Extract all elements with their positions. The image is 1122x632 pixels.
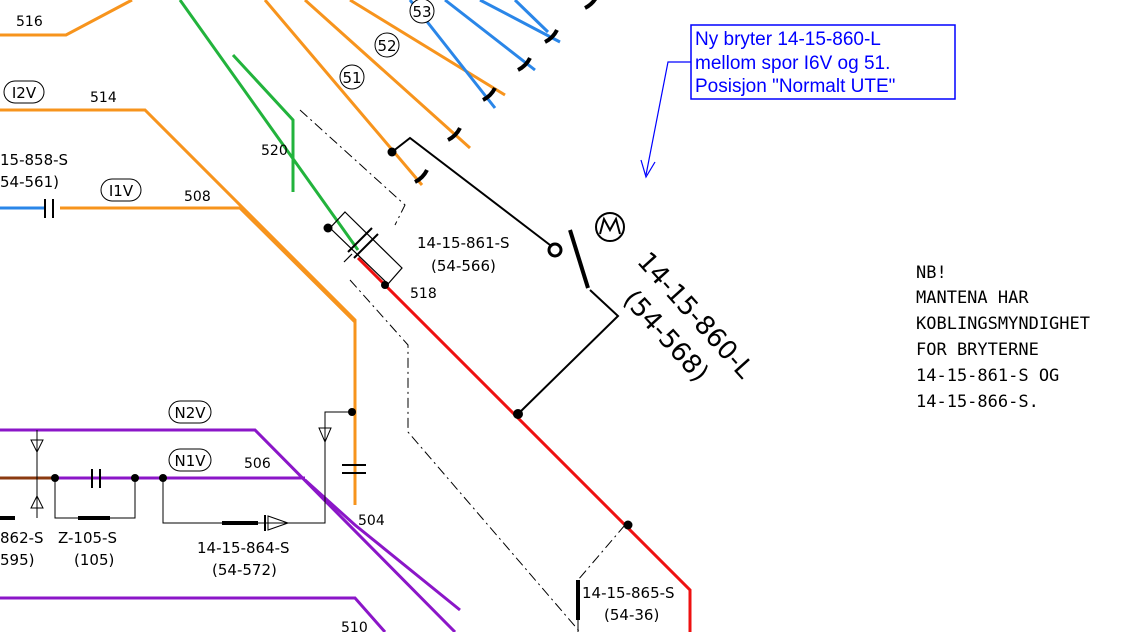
label-864-b: (54-572) (212, 561, 277, 579)
tracks-green (178, 0, 360, 251)
circled-51: 51 (342, 69, 361, 87)
control-line-865 (577, 524, 626, 581)
label-518: 518 (410, 286, 437, 302)
nb-line-2: MANTENA HAR (916, 288, 1029, 308)
nb-note: NB! MANTENA HAR KOBLINGSMYNDIGHET FOR BR… (916, 263, 1090, 412)
track-518 (356, 256, 692, 632)
label-858-a: 15-858-S (0, 151, 68, 169)
end-mark-3 (482, 87, 497, 102)
note-line-1: Ny bryter 14-15-860-L (695, 29, 881, 50)
label-865-b: (54-36) (604, 606, 659, 624)
track-53 (349, 0, 506, 97)
track-508 (60, 206, 357, 324)
nb-line-1: NB! (916, 263, 947, 283)
tracks-red (356, 256, 692, 632)
label-861-b: (54-566) (431, 257, 496, 275)
control-lines (299, 109, 626, 632)
label-862-a: 862-S (0, 529, 44, 547)
track-blue-3 (479, 0, 561, 44)
motor-icon (595, 212, 625, 242)
label-z105-b: (105) (74, 551, 114, 569)
label-861-a: 14-15-861-S (417, 234, 510, 252)
insulation-joints (44, 199, 366, 488)
oval-n1v: N1V (174, 452, 206, 470)
label-506: 506 (244, 456, 271, 472)
tracks-purple (0, 428, 461, 632)
circled-53: 53 (412, 3, 431, 21)
note-line-3: Posisjon "Normalt UTE" (695, 76, 895, 97)
label-865-a: 14-15-865-S (582, 584, 675, 602)
label-514: 514 (90, 90, 117, 106)
switch-861-frame (329, 211, 403, 285)
track-green-main (178, 0, 360, 251)
wire-860-bottom (517, 289, 620, 415)
switch-labels: 15-858-S 54-561) 14-15-861-S (54-566) 14… (0, 151, 759, 624)
note-arrow (645, 61, 691, 176)
track-504 (303, 478, 461, 612)
nb-line-4: FOR BRYTERNE (916, 340, 1039, 360)
track-52 (303, 0, 472, 150)
switch-860-blade (568, 229, 590, 289)
control-line-866 (349, 279, 581, 632)
oval-labels: I2V I1V N2V N1V (3, 80, 212, 472)
circled-52: 52 (377, 37, 396, 55)
track-520 (231, 53, 295, 192)
note-arrowhead (640, 159, 656, 179)
signal-equipment (0, 411, 580, 632)
label-510: 510 (341, 620, 368, 632)
label-864-a: 14-15-864-S (197, 539, 290, 557)
track-blue-2 (444, 0, 536, 72)
end-mark-2 (447, 127, 462, 142)
end-mark-4 (517, 57, 532, 72)
switch-861 (329, 211, 403, 285)
nb-line-3: KOBLINGSMYNDIGHET (916, 314, 1090, 334)
switch-860-wiring (391, 136, 620, 415)
track-n2v (0, 428, 457, 632)
label-862-b: 595) (0, 551, 34, 569)
label-520: 520 (261, 143, 288, 159)
label-516: 516 (16, 14, 43, 30)
wire-860-top (391, 136, 551, 246)
label-858-b: 54-561) (0, 173, 59, 191)
track-516 (0, 0, 133, 37)
oval-i1v: I1V (109, 182, 134, 200)
end-mark-6 (584, 0, 597, 10)
track-51 (263, 0, 424, 186)
end-mark-5 (544, 29, 559, 44)
track-labels: 516 514 520 508 518 506 504 510 (16, 14, 437, 632)
track-blue-4 (513, 0, 550, 34)
note-box (690, 24, 956, 100)
control-line-861 (299, 109, 406, 226)
circled-labels: 53 52 51 (339, 0, 435, 90)
track-ends (414, 0, 597, 184)
oval-i2v: I2V (12, 84, 37, 102)
oval-n2v: N2V (174, 404, 206, 422)
end-mark-1 (414, 169, 429, 184)
note-callout: Ny bryter 14-15-860-L mellom spor I6V og… (640, 24, 956, 179)
nb-line-5: 14-15-861-S OG (916, 366, 1059, 386)
nb-line-6: 14-15-866-S. (916, 392, 1039, 412)
track-510 (0, 596, 387, 632)
label-508: 508 (184, 189, 211, 205)
note-line-2: mellom spor I6V og 51. (695, 53, 890, 74)
switch-860-contact (547, 242, 563, 258)
junction-dots (51, 147, 633, 530)
label-504: 504 (358, 513, 385, 529)
label-z105-a: Z-105-S (58, 529, 117, 547)
